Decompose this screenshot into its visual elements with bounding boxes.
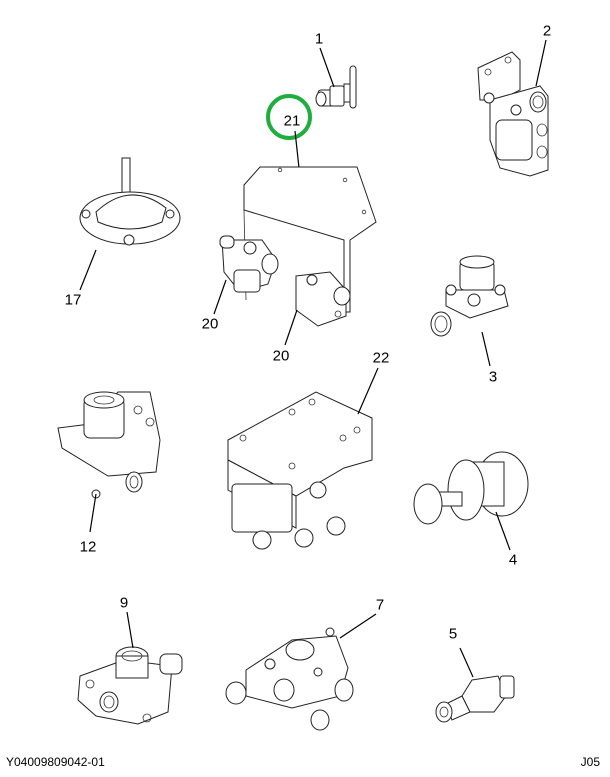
callout-1[interactable]: 1 [314, 30, 324, 48]
callout-21[interactable]: 21 [283, 112, 301, 130]
part-2-bracket-valve[interactable] [477, 39, 549, 177]
callout-5[interactable]: 5 [448, 625, 458, 643]
callout-7[interactable]: 7 [375, 596, 385, 614]
part-3-check-valve[interactable] [430, 255, 509, 367]
part-20-valve-left[interactable] [213, 235, 279, 315]
callout-9[interactable]: 9 [119, 594, 129, 612]
part-20-valve-right[interactable] [284, 271, 351, 346]
part-9-flange-fitting[interactable] [77, 611, 183, 725]
callout-2[interactable]: 2 [542, 22, 552, 40]
callout-20-left[interactable]: 20 [201, 315, 219, 333]
callout-20-right[interactable]: 20 [272, 347, 290, 365]
part-7-relay-valve[interactable] [225, 613, 377, 731]
part-22-modulator[interactable] [227, 367, 379, 550]
part-4-push-valve[interactable] [413, 451, 529, 551]
callout-22[interactable]: 22 [372, 349, 390, 367]
highlight-circle [266, 94, 312, 140]
callout-4[interactable]: 4 [508, 551, 518, 569]
image-code: Y04009809042-01 [6, 755, 105, 769]
callout-12[interactable]: 12 [79, 538, 97, 556]
callout-17[interactable]: 17 [64, 291, 82, 309]
part-17-diaphragm-valve[interactable] [79, 157, 181, 291]
part-12-flanged-valve[interactable] [57, 391, 161, 533]
callout-3[interactable]: 3 [488, 368, 498, 386]
part-1-fitting[interactable] [315, 47, 357, 109]
part-5-adapter[interactable] [435, 647, 515, 723]
page-code: J05 [580, 755, 600, 769]
